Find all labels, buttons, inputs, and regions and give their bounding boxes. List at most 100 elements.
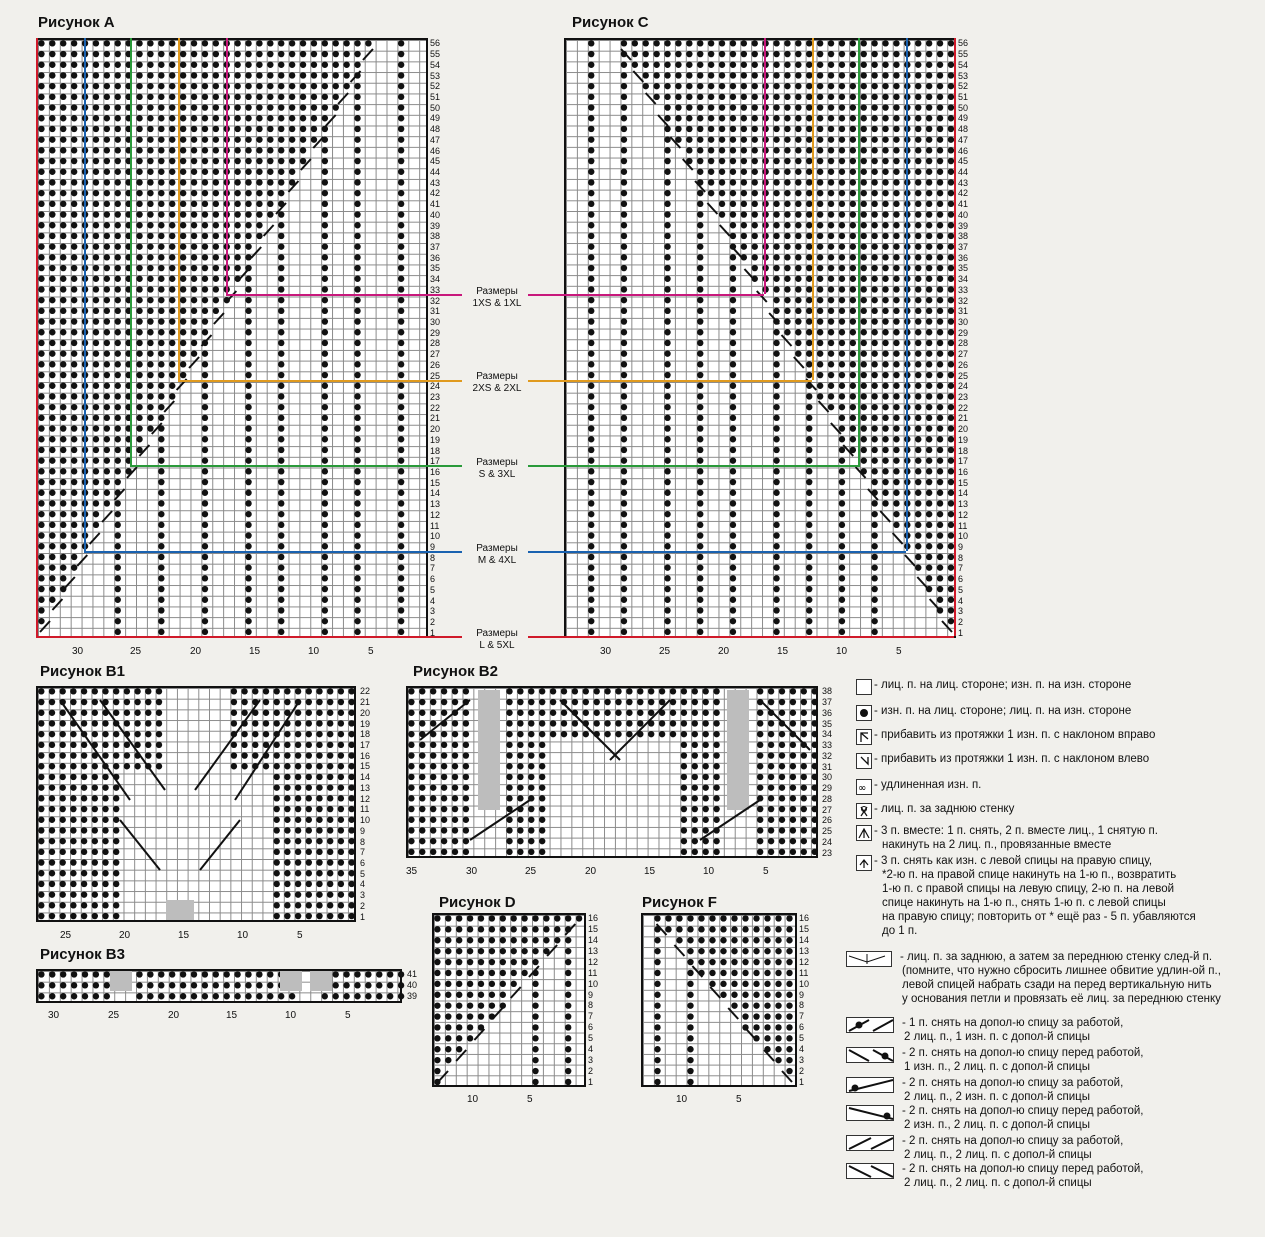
chart-b1-row-number: 21 <box>360 697 371 708</box>
chart-d-grid <box>432 913 586 1087</box>
chart-c-row-number: 38 <box>958 231 969 242</box>
chart-a-row-number: 30 <box>430 316 441 327</box>
chart-c-grid <box>564 38 956 638</box>
chart-b2-row-number: 34 <box>822 729 833 740</box>
chart-b2-title: Рисунок B2 <box>413 663 498 680</box>
chart-d-row-number: 7 <box>588 1011 594 1022</box>
chart-b2-column-number: 10 <box>703 866 715 877</box>
legend-text: - 2 п. снять на допол-ю спицу за работой… <box>902 1135 1124 1147</box>
chart-d-row-number: 2 <box>588 1065 594 1076</box>
chart-f-row-number: 5 <box>799 1033 805 1044</box>
chart-a-row-number: 19 <box>430 434 441 445</box>
legend-text: - лиц. п. за заднюю стенку <box>874 803 1015 815</box>
chart-a-row-number: 28 <box>430 338 441 349</box>
chart-c-column-number: 20 <box>718 646 730 657</box>
chart-c-row-number: 4 <box>958 595 964 606</box>
size-boundary-line <box>36 636 462 638</box>
chart-b2-column-number: 30 <box>466 866 478 877</box>
chart-b2-column-number: 20 <box>585 866 597 877</box>
chart-c-row-number: 12 <box>958 509 969 520</box>
chart-c-row-number: 55 <box>958 49 969 60</box>
chart-b1-row-number: 16 <box>360 750 371 761</box>
chart-b2-row-number: 33 <box>822 740 833 751</box>
size-boundary-line <box>36 38 38 636</box>
size-boundary-line <box>764 38 766 294</box>
chart-b1-row-number: 20 <box>360 707 371 718</box>
chart-c-row-number: 32 <box>958 295 969 306</box>
chart-c-column-number: 25 <box>659 646 671 657</box>
chart-b3-column-number: 25 <box>108 1010 120 1021</box>
chart-a-row-number: 51 <box>430 91 441 102</box>
legend-text: - удлиненная изн. п. <box>874 779 982 791</box>
chart-c-row-number: 31 <box>958 306 969 317</box>
chart-a-row-number: 32 <box>430 295 441 306</box>
chart-c-row-number: 24 <box>958 381 969 392</box>
chart-b2-row-number: 26 <box>822 815 833 826</box>
chart-d-row-number: 13 <box>588 946 599 957</box>
chart-b2-row-number: 32 <box>822 750 833 761</box>
chart-d-row-number: 9 <box>588 989 594 1000</box>
chart-b2-grid <box>406 686 818 858</box>
three-together-icon <box>856 825 872 841</box>
chart-c-row-number: 25 <box>958 370 969 381</box>
chart-c-row-number: 48 <box>958 124 969 135</box>
chart-b3-column-number: 15 <box>226 1010 238 1021</box>
chart-c-row-number: 18 <box>958 445 969 456</box>
chart-c-row-number: 40 <box>958 209 969 220</box>
chart-b3-grid <box>36 969 402 1003</box>
chart-a-row-number: 13 <box>430 499 441 510</box>
chart-c-row-number: 3 <box>958 606 964 617</box>
chart-b1-column-number: 20 <box>119 930 131 941</box>
chart-c-row-number: 5 <box>958 584 964 595</box>
chart-a-row-number: 37 <box>430 241 441 252</box>
legend-text: 1 изн. п., 2 лиц. п. с допол-й спицы <box>904 1061 1090 1073</box>
chart-a-row-number: 8 <box>430 552 436 563</box>
chart-f-column-number: 10 <box>676 1094 688 1105</box>
chart-c-row-number: 37 <box>958 241 969 252</box>
chart-a-row-number: 25 <box>430 370 441 381</box>
chart-c-row-number: 27 <box>958 349 969 360</box>
chart-f-row-number: 9 <box>799 989 805 1000</box>
chart-f-row-number: 6 <box>799 1022 805 1033</box>
chart-b2-row-number: 37 <box>822 697 833 708</box>
chart-a-row-number: 9 <box>430 541 436 552</box>
chart-f-row-number: 14 <box>799 935 810 946</box>
chart-a-column-number: 30 <box>72 646 84 657</box>
chart-f-row-number: 7 <box>799 1011 805 1022</box>
chart-a-row-number: 1 <box>430 627 436 638</box>
size-boundary-line <box>84 551 462 553</box>
chart-c-row-number: 14 <box>958 488 969 499</box>
chart-a-row-number: 35 <box>430 263 441 274</box>
size-boundary-line <box>528 294 764 296</box>
chart-c-row-number: 52 <box>958 81 969 92</box>
chart-c-row-number: 20 <box>958 424 969 435</box>
legend-text: 1-ю п. с правой спицы на левую спицу, 2-… <box>882 883 1175 895</box>
chart-b3-row-number: 41 <box>407 969 418 979</box>
chart-a-row-number: 38 <box>430 231 441 242</box>
chart-f-row-number: 12 <box>799 956 810 967</box>
chart-b2-row-number: 25 <box>822 826 833 837</box>
chart-c-row-number: 9 <box>958 541 964 552</box>
chart-a-row-number: 44 <box>430 166 441 177</box>
size-boundary-line <box>528 380 812 382</box>
chart-f-row-number: 4 <box>799 1043 805 1054</box>
chart-a-row-number: 20 <box>430 424 441 435</box>
chart-b3-column-number: 20 <box>168 1010 180 1021</box>
chart-b2-column-number: 25 <box>525 866 537 877</box>
cable-1-2-back-icon <box>846 1017 894 1033</box>
chart-f-grid <box>641 913 797 1087</box>
legend-text: - 3 п. вместе: 1 п. снять, 2 п. вместе л… <box>874 825 1158 837</box>
chart-a-row-number: 15 <box>430 477 441 488</box>
chart-c-row-number: 56 <box>958 38 969 49</box>
chart-c-row-number: 47 <box>958 134 969 145</box>
legend-text: - 3 п. снять как изн. с левой спицы на п… <box>874 855 1153 867</box>
chart-d-row-number: 1 <box>588 1076 594 1087</box>
chart-a-row-number: 4 <box>430 595 436 606</box>
chart-b1-row-number: 11 <box>360 804 370 815</box>
legend-text: - 1 п. снять на допол-ю спицу за работой… <box>902 1017 1124 1029</box>
size-boundary-line <box>130 38 132 465</box>
chart-b1-row-number: 1 <box>360 911 366 922</box>
chart-f-row-number: 2 <box>799 1065 805 1076</box>
chart-f-row-number: 13 <box>799 946 810 957</box>
chart-b2-row-number: 27 <box>822 804 833 815</box>
